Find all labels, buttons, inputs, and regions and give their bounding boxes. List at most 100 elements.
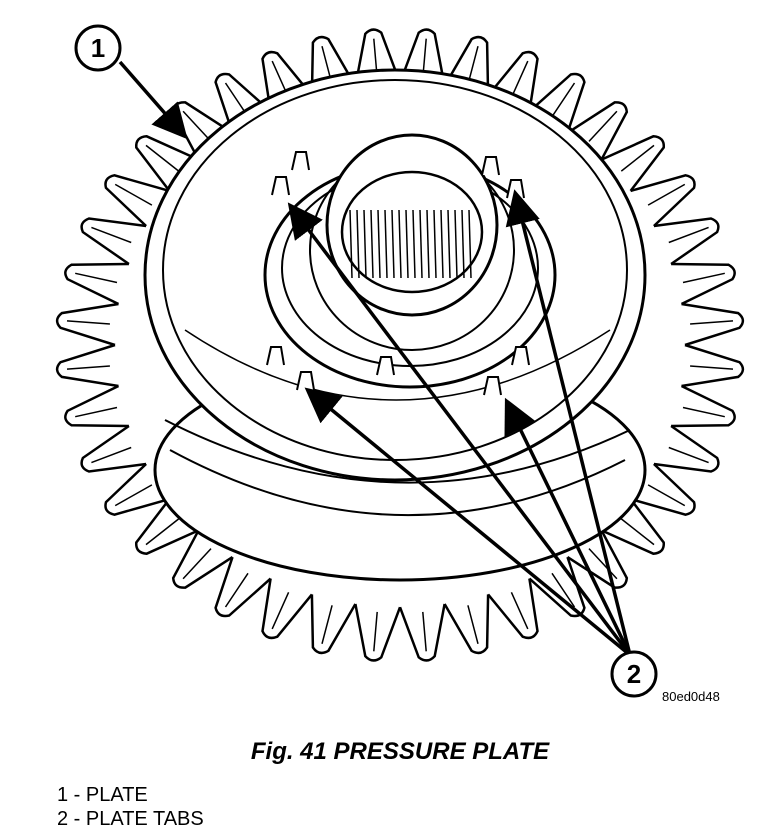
gear-tooth	[398, 603, 446, 662]
gear-band-line	[164, 419, 631, 484]
bore-spline	[405, 209, 409, 279]
gear-tooth-groove	[510, 60, 529, 99]
figure-reference-code: 80ed0d48	[662, 689, 720, 704]
plate-tab	[511, 346, 530, 366]
callout-1: 1	[74, 24, 122, 72]
gear-tooth-groove	[647, 484, 686, 507]
plate-shadow-line	[184, 329, 611, 401]
plate-tab	[266, 346, 285, 366]
gear-tooth	[487, 578, 539, 640]
gear-tooth	[55, 302, 119, 347]
plate-tab	[506, 179, 525, 199]
gear-tooth-groove	[182, 548, 212, 580]
gear-tooth	[261, 578, 313, 640]
gear-tooth-groove	[145, 518, 180, 546]
gear-tooth	[653, 424, 720, 473]
gear-tooth	[681, 343, 745, 388]
bore-spline	[391, 209, 395, 279]
gear-tooth-groove	[588, 548, 618, 580]
gear-tooth-groove	[620, 144, 655, 172]
callout-2-number: 2	[627, 659, 641, 689]
callout-legend: 1 - PLATE 2 - PLATE TABS	[57, 783, 204, 831]
bore-spline	[461, 209, 465, 279]
gear-tooth-groove	[668, 226, 709, 244]
gear-tooth-groove	[682, 406, 725, 418]
gear-tooth-groove	[321, 605, 333, 644]
gear-tooth	[443, 594, 490, 655]
gear-tooth-groove	[114, 183, 153, 206]
gear-tooth	[55, 343, 119, 388]
bore-spline	[363, 209, 367, 279]
pressure-plate-illustration: 1 2	[55, 24, 745, 698]
gear-tooth-groove	[510, 591, 529, 630]
callout-2-leader	[304, 387, 632, 657]
bore-spline	[349, 209, 353, 279]
gear-tooth-groove	[224, 572, 249, 608]
gear-tooth-groove	[551, 572, 576, 608]
plate-tab	[271, 176, 290, 196]
bore-splines	[349, 209, 472, 279]
plate-tab	[296, 371, 315, 391]
gear-tooth-groove	[271, 591, 290, 630]
bore-spline	[370, 209, 374, 279]
callout-1-leader	[118, 60, 188, 140]
gear-band-line	[169, 449, 626, 517]
plate-tab	[291, 151, 310, 171]
bore-spline	[426, 209, 430, 279]
callout-2: 2	[610, 650, 658, 698]
gear-tooth-groove	[588, 110, 618, 142]
gear-tooth	[214, 556, 272, 618]
gear-tooth-groove	[551, 82, 576, 118]
legend-item-plate: 1 - PLATE	[57, 784, 148, 806]
bore-spline	[356, 209, 360, 279]
gear-tooth-groove	[668, 446, 709, 464]
figure-caption: Fig. 41 PRESSURE PLATE	[250, 738, 550, 765]
gear-tooth	[80, 424, 147, 473]
gear-tooth-groove	[620, 518, 655, 546]
gear-tooth	[354, 603, 402, 662]
gear-tooth-groove	[66, 365, 110, 370]
gear-tooth-groove	[422, 611, 427, 652]
gear-tooth-groove	[690, 320, 734, 325]
callout-2-leader	[505, 189, 632, 656]
gear-tooth-groove	[467, 605, 479, 644]
bore-spline	[454, 209, 458, 279]
bore-spline	[398, 209, 402, 279]
gear-tooth	[653, 217, 720, 266]
gear-tooth-groove	[145, 144, 180, 172]
gear-tooth	[310, 594, 357, 655]
gear-tooth-groove	[182, 110, 212, 142]
bore-spline	[384, 209, 388, 279]
gear-tooth	[64, 262, 129, 306]
bore-spline	[419, 209, 423, 279]
legend-item-plate-tabs: 2 - PLATE TABS	[57, 808, 204, 830]
bore-spline	[447, 209, 451, 279]
gear-tooth-groove	[647, 183, 686, 206]
bore-spline	[412, 209, 416, 279]
gear-tooth-groove	[91, 446, 132, 464]
gear-tooth	[64, 384, 129, 428]
gear-tooth-groove	[690, 365, 734, 370]
gear-tooth-groove	[682, 272, 725, 284]
gear-tooth-groove	[373, 611, 378, 652]
bore-spline	[377, 209, 381, 279]
bore-spline	[433, 209, 437, 279]
gear-tooth	[671, 384, 736, 428]
callout-2-leader	[287, 202, 632, 657]
gear-tooth-groove	[75, 272, 118, 284]
callout-1-number: 1	[91, 33, 105, 63]
callout-2-leader	[504, 397, 632, 656]
gear-tooth	[630, 174, 696, 227]
bore-inner	[340, 170, 484, 294]
gear-tooth	[671, 262, 736, 306]
gear-tooth-groove	[114, 484, 153, 507]
ring-gear-teeth	[55, 28, 745, 662]
gear-tooth-groove	[91, 226, 132, 244]
gear-tooth-groove	[66, 320, 110, 325]
gear-tooth	[80, 217, 147, 266]
bore-spline	[440, 209, 444, 279]
plate-tab	[483, 376, 502, 396]
plate-tab	[376, 356, 395, 376]
gear-tooth	[681, 302, 745, 347]
callout-leaders	[118, 60, 632, 657]
